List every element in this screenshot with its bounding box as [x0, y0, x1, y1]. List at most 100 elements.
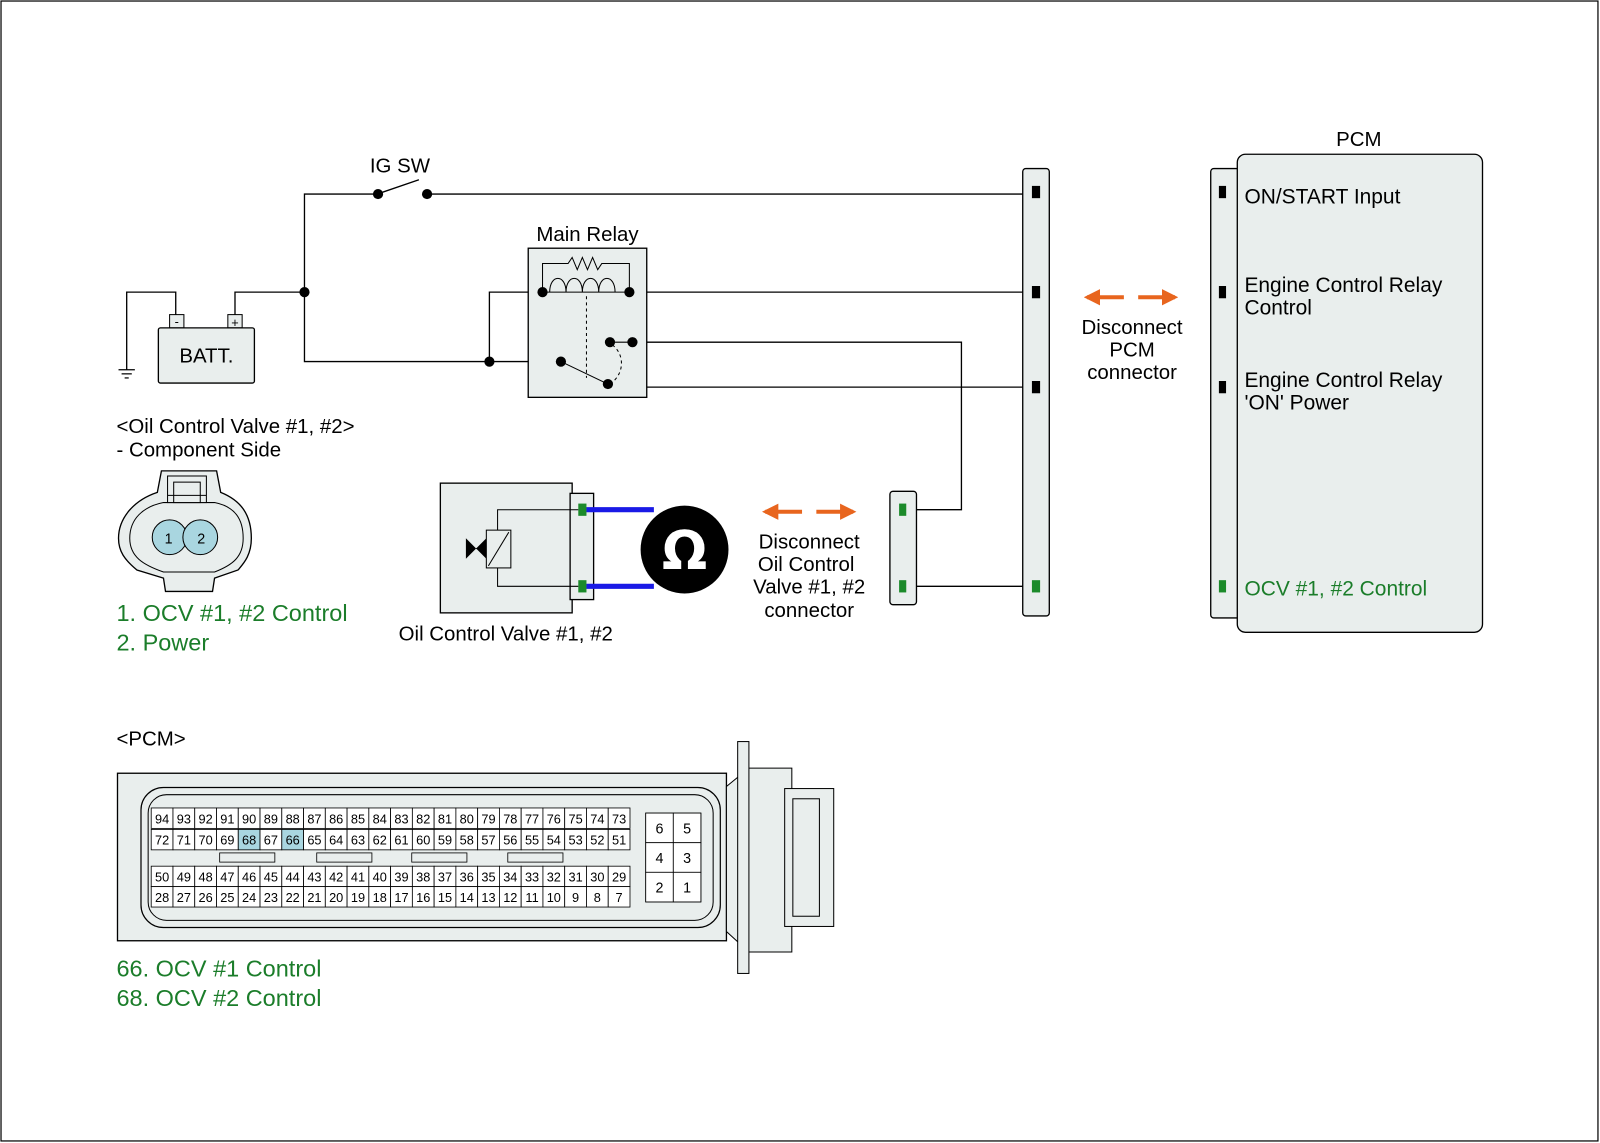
pcm-power-pin-cell — [672, 812, 702, 844]
pcm-pin-relay-control-2: Control — [1244, 297, 1312, 320]
pcm-pin-label: 62 — [373, 833, 387, 848]
battery-minus-label: - — [175, 314, 179, 329]
pcm-power-pin-label: 1 — [683, 881, 691, 897]
pcm-power-pin-cell — [672, 871, 702, 903]
pcm-pin-label: 73 — [612, 811, 626, 826]
pcm-pin-label: 77 — [525, 811, 539, 826]
main-relay: Main Relay — [527, 224, 648, 399]
pcm-pin-label: 61 — [394, 833, 408, 848]
pcm-pin-label: 92 — [199, 811, 213, 826]
pcm-pin-label: 51 — [612, 833, 626, 848]
ocv-pin-2: 2 — [197, 531, 205, 547]
pcm-pin-label: 89 — [264, 811, 278, 826]
pcm-power-pin-cell — [645, 842, 674, 873]
pcm-key-slot — [219, 852, 276, 863]
pcm-pin-relay-control-1: Engine Control Relay — [1244, 274, 1442, 297]
ocv-view-subtitle: - Component Side — [116, 440, 281, 462]
pcm-module: PCM ON/START Input Engine Control Relay … — [1210, 129, 1484, 633]
ocv-harness-connector — [889, 490, 918, 606]
pcm-key-slot — [507, 852, 564, 863]
pcm-pin-label: 56 — [503, 833, 517, 848]
battery-label: BATT. — [179, 346, 233, 368]
pcm-pin-label: 80 — [460, 811, 474, 826]
pcm-legend-2: 68. OCV #2 Control — [116, 985, 321, 1011]
pcm-pin-label: 70 — [199, 833, 213, 848]
pcm-pin-label: 13 — [481, 890, 495, 905]
pcm-pin-label: 8 — [594, 890, 601, 905]
ig-sw-label: IG SW — [370, 156, 431, 178]
pcm-pin-label: 12 — [503, 890, 517, 905]
pcm-title: PCM — [1336, 129, 1381, 151]
pcm-pin-cell — [607, 807, 631, 829]
pcm-pin-label: 43 — [307, 870, 321, 885]
ocv-component-label: Oil Control Valve #1, #2 — [399, 623, 613, 645]
pcm-pin-label: 18 — [373, 890, 387, 905]
ocv-view-title: <Oil Control Valve #1, #2> — [116, 416, 354, 438]
ocv-legend-1: 1. OCV #1, #2 Control — [116, 600, 347, 626]
disconnect-ocv-line-4: connector — [764, 600, 854, 622]
pcm-pin-label: 39 — [394, 870, 408, 885]
pcm-pin-label: 64 — [329, 833, 343, 848]
pcm-pin-label: 67 — [264, 833, 278, 848]
pcm-pin-label: 54 — [547, 833, 561, 848]
pcm-pin-label: 66 — [286, 833, 300, 848]
pcm-view-title: <PCM> — [116, 729, 185, 751]
pcm-pin-label: 27 — [177, 890, 191, 905]
pcm-pin-on-start: ON/START Input — [1244, 185, 1400, 208]
pcm-pin-cell — [607, 829, 631, 851]
pcm-pin-relay-power-1: Engine Control Relay — [1244, 369, 1442, 392]
pcm-pin-label: 71 — [177, 833, 191, 848]
pcm-pin-label: 45 — [264, 870, 278, 885]
pcm-pin-label: 84 — [373, 811, 387, 826]
pcm-pin-label: 76 — [547, 811, 561, 826]
pcm-pin-label: 87 — [307, 811, 321, 826]
pcm-pin-label: 82 — [416, 811, 430, 826]
disconnect-pcm-line-3: connector — [1087, 362, 1177, 384]
pcm-pin-label: 81 — [438, 811, 452, 826]
pcm-pin-label: 25 — [220, 890, 234, 905]
pcm-pin-label: 20 — [329, 890, 343, 905]
main-relay-label: Main Relay — [536, 224, 639, 246]
pcm-pin-label: 15 — [438, 890, 452, 905]
pcm-pin-label: 59 — [438, 833, 452, 848]
pcm-power-pin-cell — [672, 842, 702, 873]
pcm-pin-label: 32 — [547, 870, 561, 885]
pcm-pin-label: 17 — [394, 890, 408, 905]
pcm-pin-label: 33 — [525, 870, 539, 885]
pcm-pin-label: 86 — [329, 811, 343, 826]
pcm-pin-label: 50 — [155, 870, 169, 885]
pcm-pin-label: 30 — [590, 870, 604, 885]
pcm-pin-label: 14 — [460, 890, 474, 905]
pcm-pin-label: 94 — [155, 811, 169, 826]
pcm-power-pin-label: 5 — [683, 822, 691, 838]
pcm-pin-label: 29 — [612, 870, 626, 885]
pcm-pin-label: 35 — [481, 870, 495, 885]
pcm-pin-label: 47 — [220, 870, 234, 885]
pcm-pin-label: 26 — [199, 890, 213, 905]
pcm-pin-label: 91 — [220, 811, 234, 826]
disconnect-ocv-line-2: Oil Control — [758, 554, 854, 576]
pcm-pin-label: 46 — [242, 870, 256, 885]
ocv-connector-face: 1 2 — [117, 470, 253, 593]
pcm-pin-label: 58 — [460, 833, 474, 848]
pcm-pin-label: 9 — [572, 890, 579, 905]
svg-text:Ω: Ω — [662, 520, 707, 582]
pcm-legend-1: 66. OCV #1 Control — [116, 956, 321, 982]
ocv-legend-2: 2. Power — [116, 630, 209, 656]
pcm-pin-label: 93 — [177, 811, 191, 826]
pcm-harness-connector — [1022, 167, 1050, 617]
pcm-pin-label: 22 — [286, 890, 300, 905]
pcm-key-slot — [316, 852, 373, 863]
pcm-power-pin-label: 2 — [656, 881, 664, 897]
ocv-pin-1: 1 — [165, 531, 173, 547]
pcm-pin-label: 16 — [416, 890, 430, 905]
pcm-pin-label: 19 — [351, 890, 365, 905]
pcm-pin-label: 83 — [394, 811, 408, 826]
pcm-pin-label: 53 — [568, 833, 582, 848]
pcm-power-pin-label: 4 — [656, 851, 664, 867]
pcm-pin-label: 48 — [199, 870, 213, 885]
pcm-pin-label: 31 — [568, 870, 582, 885]
pcm-pin-label: 7 — [616, 890, 623, 905]
